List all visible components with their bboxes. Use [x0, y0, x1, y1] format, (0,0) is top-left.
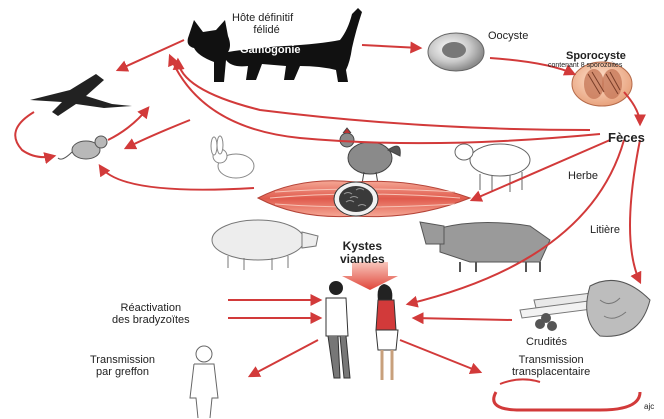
- transplacental-label: Transmission transplacentaire: [512, 354, 590, 378]
- graft-transmission-label: Transmission par greffon: [90, 354, 155, 378]
- man-figure: [326, 281, 350, 378]
- cow-sketch: [420, 222, 550, 272]
- muscle-cyst-image: [258, 181, 470, 217]
- woman-figure: [376, 284, 398, 380]
- corner-signature: ajc: [644, 402, 654, 411]
- reactivation-line2: des bradyzoïtes: [112, 314, 190, 326]
- host-label-line2: félidé: [240, 24, 293, 36]
- sheep-sketch: [455, 144, 530, 192]
- sporocyst-label: Sporocyste: [566, 50, 626, 62]
- sporocyst-sublabel: contenant 8 sporozoites: [548, 62, 622, 69]
- pig-sketch: [212, 220, 318, 270]
- feces-label: Fèces: [608, 130, 645, 145]
- litter-label: Litière: [590, 224, 620, 236]
- reactivation-line1: Réactivation: [112, 302, 190, 314]
- meat-cysts-label: Kystes viandes: [340, 240, 385, 266]
- graft-person-outline: [190, 346, 218, 418]
- bird-silhouette: [30, 74, 132, 116]
- mouse-sketch: [58, 136, 107, 159]
- oocyst-image: [428, 33, 484, 71]
- graft-line1: Transmission: [90, 354, 155, 366]
- rabbit-sketch: [211, 136, 254, 178]
- crudites-label: Crudités: [526, 336, 567, 348]
- transplacental-cord: [494, 379, 640, 410]
- chicken-sketch: [340, 128, 400, 184]
- transplacental-line1: Transmission: [512, 354, 590, 366]
- transplacental-line2: transplacentaire: [512, 366, 590, 378]
- vegetables-image: [520, 280, 650, 336]
- grass-label: Herbe: [568, 170, 598, 182]
- graft-line2: par greffon: [90, 366, 155, 378]
- oocyst-label: Oocyste: [488, 30, 528, 42]
- host-label: Hôte définitif félidé: [232, 12, 293, 36]
- meat-cysts-line2: viandes: [340, 253, 385, 266]
- gamogony-label: Gamogonie: [240, 44, 301, 56]
- reactivation-label: Réactivation des bradyzoïtes: [112, 302, 190, 326]
- meat-cysts-arrow: [342, 262, 398, 290]
- host-label-line1: Hôte définitif: [232, 12, 293, 24]
